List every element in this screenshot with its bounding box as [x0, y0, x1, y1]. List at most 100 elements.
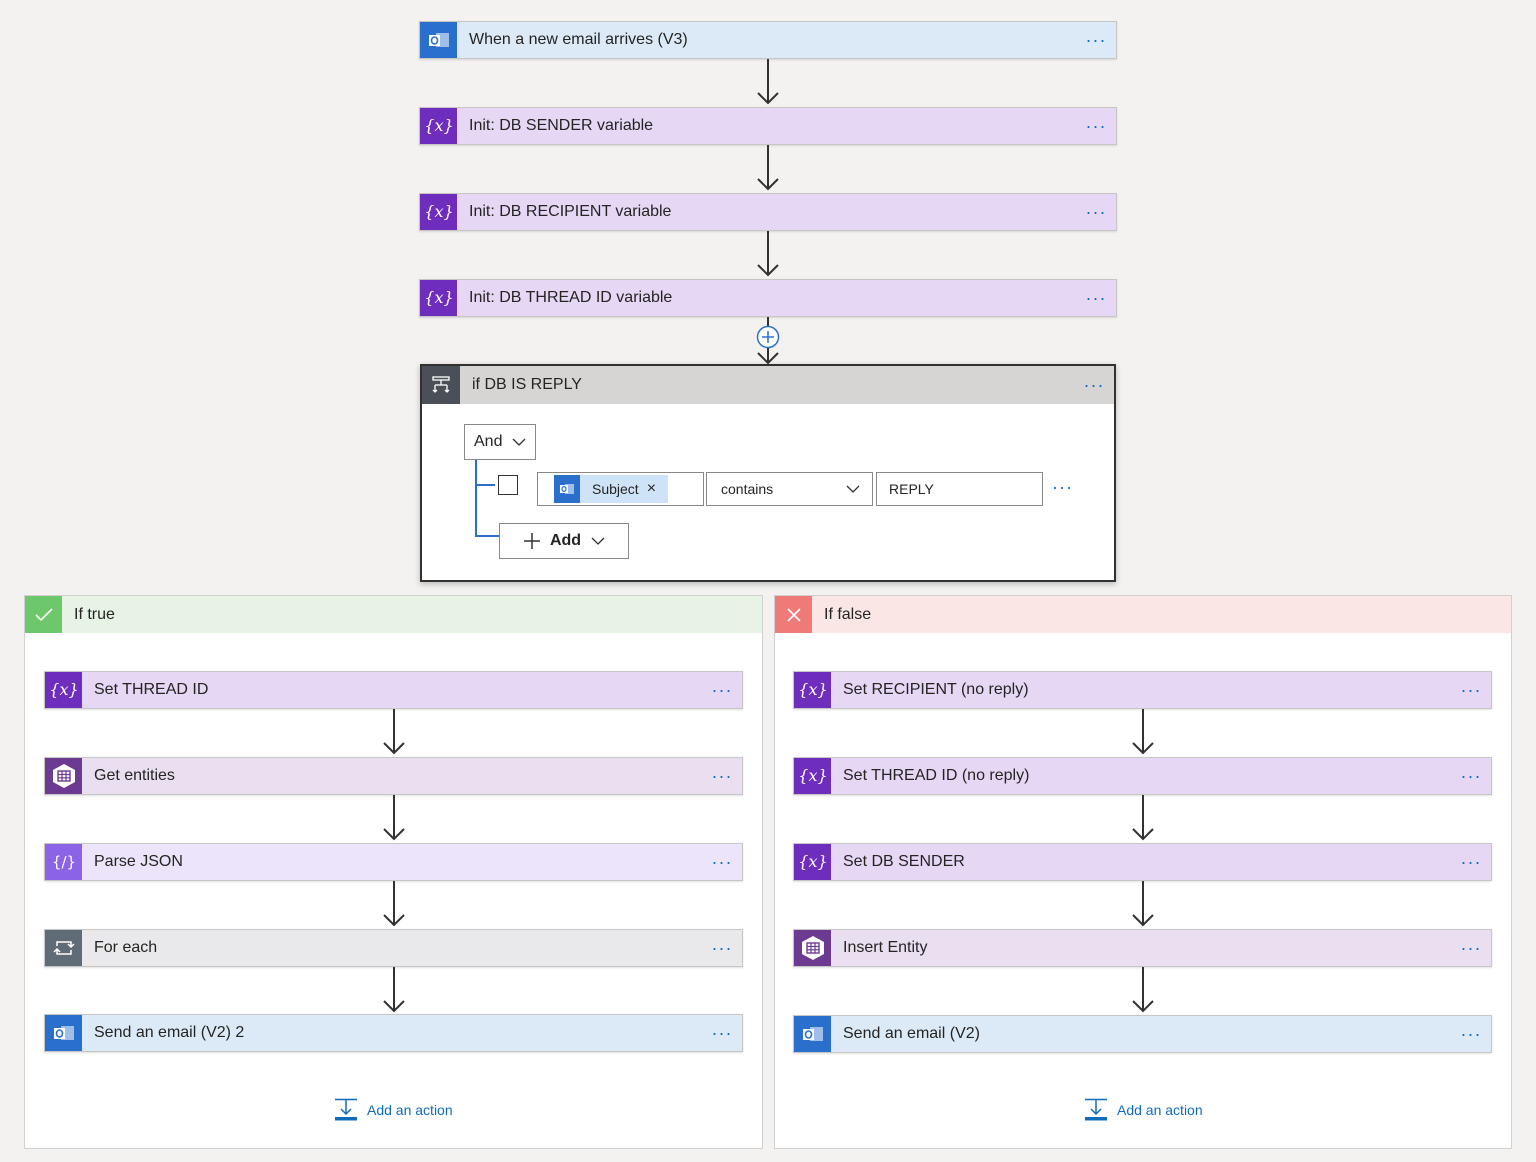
- step-title: Send an email (V2): [843, 1025, 980, 1042]
- variable-icon: {x}: [420, 280, 457, 316]
- svg-text:{x}: {x}: [798, 680, 827, 699]
- tree-line: [475, 535, 499, 537]
- arrow-down-icon: [757, 145, 779, 191]
- more-options-icon[interactable]: ···: [1460, 1024, 1482, 1044]
- more-options-icon[interactable]: ···: [1460, 766, 1482, 786]
- add-action-icon: [335, 1098, 357, 1121]
- more-options-icon[interactable]: ···: [1460, 938, 1482, 958]
- tree-line: [475, 484, 495, 486]
- more-options-icon[interactable]: ···: [1085, 202, 1107, 222]
- more-options-icon[interactable]: ···: [1085, 30, 1107, 50]
- step-title: Set RECIPIENT (no reply): [843, 681, 1029, 698]
- variable-icon: {x}: [420, 194, 457, 230]
- close-icon: [775, 596, 812, 633]
- plus-icon: [523, 533, 540, 549]
- arrow-down-icon: [383, 881, 405, 927]
- svg-text:{x}: {x}: [798, 852, 827, 871]
- step-title: Get entities: [94, 767, 175, 784]
- loop-icon: [45, 930, 82, 966]
- chevron-down-icon: [591, 537, 605, 545]
- more-options-icon[interactable]: ···: [1460, 680, 1482, 700]
- variable-icon: {x}: [420, 108, 457, 144]
- variable-icon: {x}: [45, 672, 82, 708]
- send-email-2-step[interactable]: Send an email (V2) 2 ···: [44, 1014, 743, 1052]
- comparison-select[interactable]: contains: [706, 472, 873, 506]
- outlook-icon: [420, 22, 457, 58]
- more-options-icon[interactable]: ···: [1460, 852, 1482, 872]
- step-title: Set THREAD ID (no reply): [843, 767, 1030, 784]
- send-email-step[interactable]: Send an email (V2) ···: [793, 1015, 1492, 1053]
- step-title: Init: DB THREAD ID variable: [469, 289, 673, 306]
- parse-json-icon: {/}: [45, 844, 82, 880]
- if-true-header: If true: [25, 596, 762, 633]
- more-options-icon[interactable]: ···: [711, 680, 733, 700]
- more-options-icon[interactable]: ···: [711, 766, 733, 786]
- step-title: Send an email (V2) 2: [94, 1024, 245, 1041]
- table-storage-icon: [794, 930, 831, 966]
- chevron-down-icon: [513, 438, 526, 446]
- check-icon: [25, 596, 62, 633]
- branch-label: If false: [824, 605, 872, 623]
- svg-text:{/}: {/}: [51, 853, 75, 871]
- svg-text:{x}: {x}: [424, 202, 453, 221]
- comparison-value: contains: [721, 481, 774, 497]
- more-options-icon[interactable]: ···: [1083, 375, 1105, 395]
- add-action-icon: [1085, 1098, 1107, 1121]
- arrow-down-icon: [383, 967, 405, 1013]
- condition-value-input[interactable]: REPLY: [876, 472, 1043, 506]
- add-row-button[interactable]: Add: [499, 523, 629, 559]
- init-thread-id-step[interactable]: {x} Init: DB THREAD ID variable ···: [419, 279, 1117, 317]
- add-label: Add: [549, 532, 582, 549]
- condition-operand-field[interactable]: Subject ×: [537, 472, 704, 506]
- arrow-down-icon: [1132, 795, 1154, 841]
- arrow-down-icon: [1132, 709, 1154, 755]
- condition-value: REPLY: [889, 481, 934, 497]
- svg-text:{x}: {x}: [424, 116, 453, 135]
- init-recipient-step[interactable]: {x} Init: DB RECIPIENT variable ···: [419, 193, 1117, 231]
- outlook-icon: [794, 1016, 831, 1052]
- set-thread-id-no-reply-step[interactable]: {x} Set THREAD ID (no reply) ···: [793, 757, 1492, 795]
- variable-icon: {x}: [794, 758, 831, 794]
- more-options-icon[interactable]: ···: [1085, 288, 1107, 308]
- variable-icon: {x}: [794, 844, 831, 880]
- more-options-icon[interactable]: ···: [1085, 116, 1107, 136]
- operator-select[interactable]: And: [464, 424, 536, 460]
- parse-json-step[interactable]: {/} Parse JSON ···: [44, 843, 743, 881]
- step-title: Init: DB SENDER variable: [469, 117, 654, 134]
- step-title: Parse JSON: [94, 853, 183, 870]
- branch-label: If true: [74, 605, 115, 623]
- arrow-down-icon: [383, 709, 405, 755]
- add-action-button[interactable]: Add an action: [333, 1098, 453, 1122]
- insert-step-plus-icon[interactable]: [756, 325, 780, 349]
- variable-icon: {x}: [794, 672, 831, 708]
- step-title: Insert Entity: [843, 939, 928, 956]
- more-options-icon[interactable]: ···: [711, 1023, 733, 1043]
- svg-text:{x}: {x}: [798, 766, 827, 785]
- chevron-down-icon: [846, 485, 860, 493]
- trigger-step[interactable]: When a new email arrives (V3) ···: [419, 21, 1117, 59]
- step-title: Set DB SENDER: [843, 853, 965, 870]
- dynamic-content-token[interactable]: Subject ×: [554, 475, 669, 503]
- arrow-down-icon: [757, 231, 779, 277]
- add-action-button[interactable]: Add an action: [1083, 1098, 1203, 1122]
- set-db-sender-step[interactable]: {x} Set DB SENDER ···: [793, 843, 1492, 881]
- arrow-down-icon: [1132, 881, 1154, 927]
- for-each-step[interactable]: For each ···: [44, 929, 743, 967]
- outlook-icon: [45, 1015, 82, 1051]
- arrow-down-icon: [383, 795, 405, 841]
- add-action-label: Add an action: [1117, 1102, 1203, 1118]
- init-sender-step[interactable]: {x} Init: DB SENDER variable ···: [419, 107, 1117, 145]
- more-options-icon[interactable]: ···: [711, 852, 733, 872]
- row-more-options-icon[interactable]: ···: [1052, 477, 1073, 497]
- set-recipient-step[interactable]: {x} Set RECIPIENT (no reply) ···: [793, 671, 1492, 709]
- insert-entity-step[interactable]: Insert Entity ···: [793, 929, 1492, 967]
- condition-title: if DB IS REPLY: [472, 376, 582, 393]
- condition-icon: [422, 366, 460, 404]
- step-title: Init: DB RECIPIENT variable: [469, 203, 672, 220]
- get-entities-step[interactable]: Get entities ···: [44, 757, 743, 795]
- condition-header[interactable]: if DB IS REPLY ···: [422, 366, 1114, 404]
- remove-token-icon[interactable]: ×: [646, 480, 657, 497]
- set-thread-id-step[interactable]: {x} Set THREAD ID ···: [44, 671, 743, 709]
- more-options-icon[interactable]: ···: [711, 938, 733, 958]
- row-checkbox[interactable]: [498, 475, 518, 495]
